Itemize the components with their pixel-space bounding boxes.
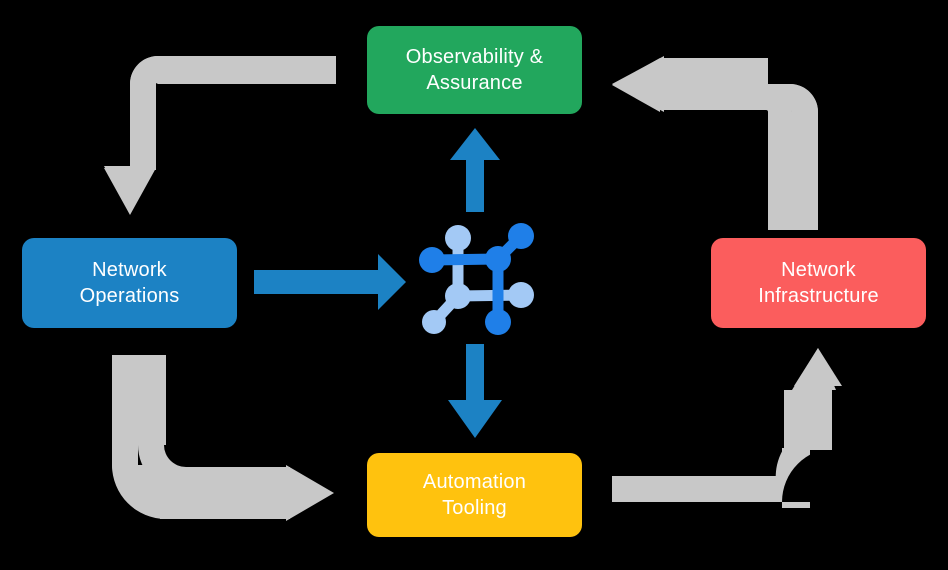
node-box-observability-assurance[interactable]: Observability & Assurance: [367, 26, 582, 114]
node-label-automation-tooling: Automation Tooling: [422, 470, 527, 519]
node-box-automation-tooling[interactable]: Automation Tooling: [367, 453, 582, 537]
arrow-ops-to-automation[interactable]: [112, 355, 334, 521]
connector-observability-to-ops: [104, 56, 336, 215]
arrow-ops-to-center[interactable]: [254, 254, 406, 310]
node-label-network-infrastructure: Network Infrastructure: [758, 258, 879, 307]
node-box-network-infrastructure[interactable]: Network Infrastructure: [711, 238, 926, 328]
network-topology-icon: [419, 223, 534, 335]
connector-center-to-automation: [448, 344, 502, 438]
arrow-center-to-automation[interactable]: [448, 344, 502, 438]
node-box-network-operations[interactable]: Network Operations: [22, 238, 237, 328]
connector-center-to-observability: [450, 128, 500, 212]
center-network-topology-icon-target[interactable]: [415, 220, 540, 340]
arrow-automation-to-infrastructure[interactable]: [612, 348, 842, 502]
arrow-observability-to-ops[interactable]: [104, 56, 336, 216]
node-label-network-operations: Network Operations: [79, 258, 180, 307]
connector-automation-to-infrastructure: [612, 348, 842, 508]
connector-ops-to-center: [254, 254, 406, 310]
arrow-infrastructure-to-observability[interactable]: [612, 56, 818, 232]
arrow-center-to-observability[interactable]: [448, 128, 502, 214]
node-label-observability-assurance: Observability & Assurance: [405, 45, 544, 94]
connector-infrastructure-to-observability: [612, 56, 818, 230]
connector-ops-to-automation: [112, 355, 334, 521]
